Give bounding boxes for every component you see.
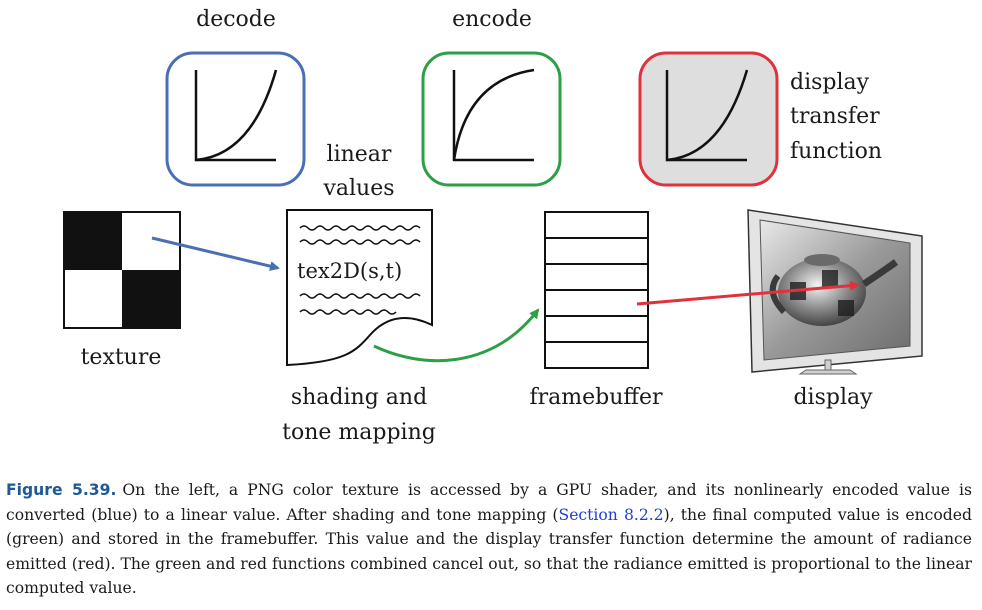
- figure-caption: Figure 5.39.On the left, a PNG color tex…: [6, 478, 972, 601]
- encode-arrow-green: [373, 308, 540, 363]
- display-monitor-image: [747, 209, 923, 375]
- display-label: display: [793, 385, 873, 410]
- caption-text-part1: On the left, a PNG color texture is acce…: [6, 481, 972, 524]
- display-arrow-red: [636, 280, 860, 306]
- framebuffer-stack: [544, 211, 649, 369]
- shader-document: [286, 209, 433, 367]
- encode-label: encode: [452, 7, 532, 32]
- texture-label: texture: [81, 345, 162, 370]
- section-reference-link[interactable]: Section 8.2.2: [558, 505, 664, 524]
- shading-label-line1: shading and: [291, 385, 427, 410]
- shading-label-line2: tone mapping: [282, 420, 436, 445]
- display-transfer-label-line3: function: [790, 139, 882, 164]
- decode-curve-box: [165, 51, 306, 187]
- display-transfer-curve-box: [638, 51, 779, 187]
- decode-arrow-blue: [151, 236, 280, 272]
- encode-curve-box: [421, 51, 562, 187]
- pipeline-diagram: decode encode display transfer function …: [63, 7, 923, 445]
- linear-values-label-line1: linear: [327, 142, 392, 167]
- decode-label: decode: [196, 7, 276, 32]
- figure-number: Figure 5.39.: [6, 481, 117, 499]
- framebuffer-label: framebuffer: [529, 385, 663, 410]
- display-transfer-label-line1: display: [790, 70, 870, 95]
- shader-code-text: tex2D(s,t): [297, 259, 402, 283]
- caption-text-part2: ), the final computed value is encoded (…: [6, 505, 972, 598]
- linear-values-label-line2: values: [322, 176, 394, 201]
- display-transfer-label-line2: transfer: [790, 104, 880, 129]
- texture-checkerboard: [63, 211, 181, 329]
